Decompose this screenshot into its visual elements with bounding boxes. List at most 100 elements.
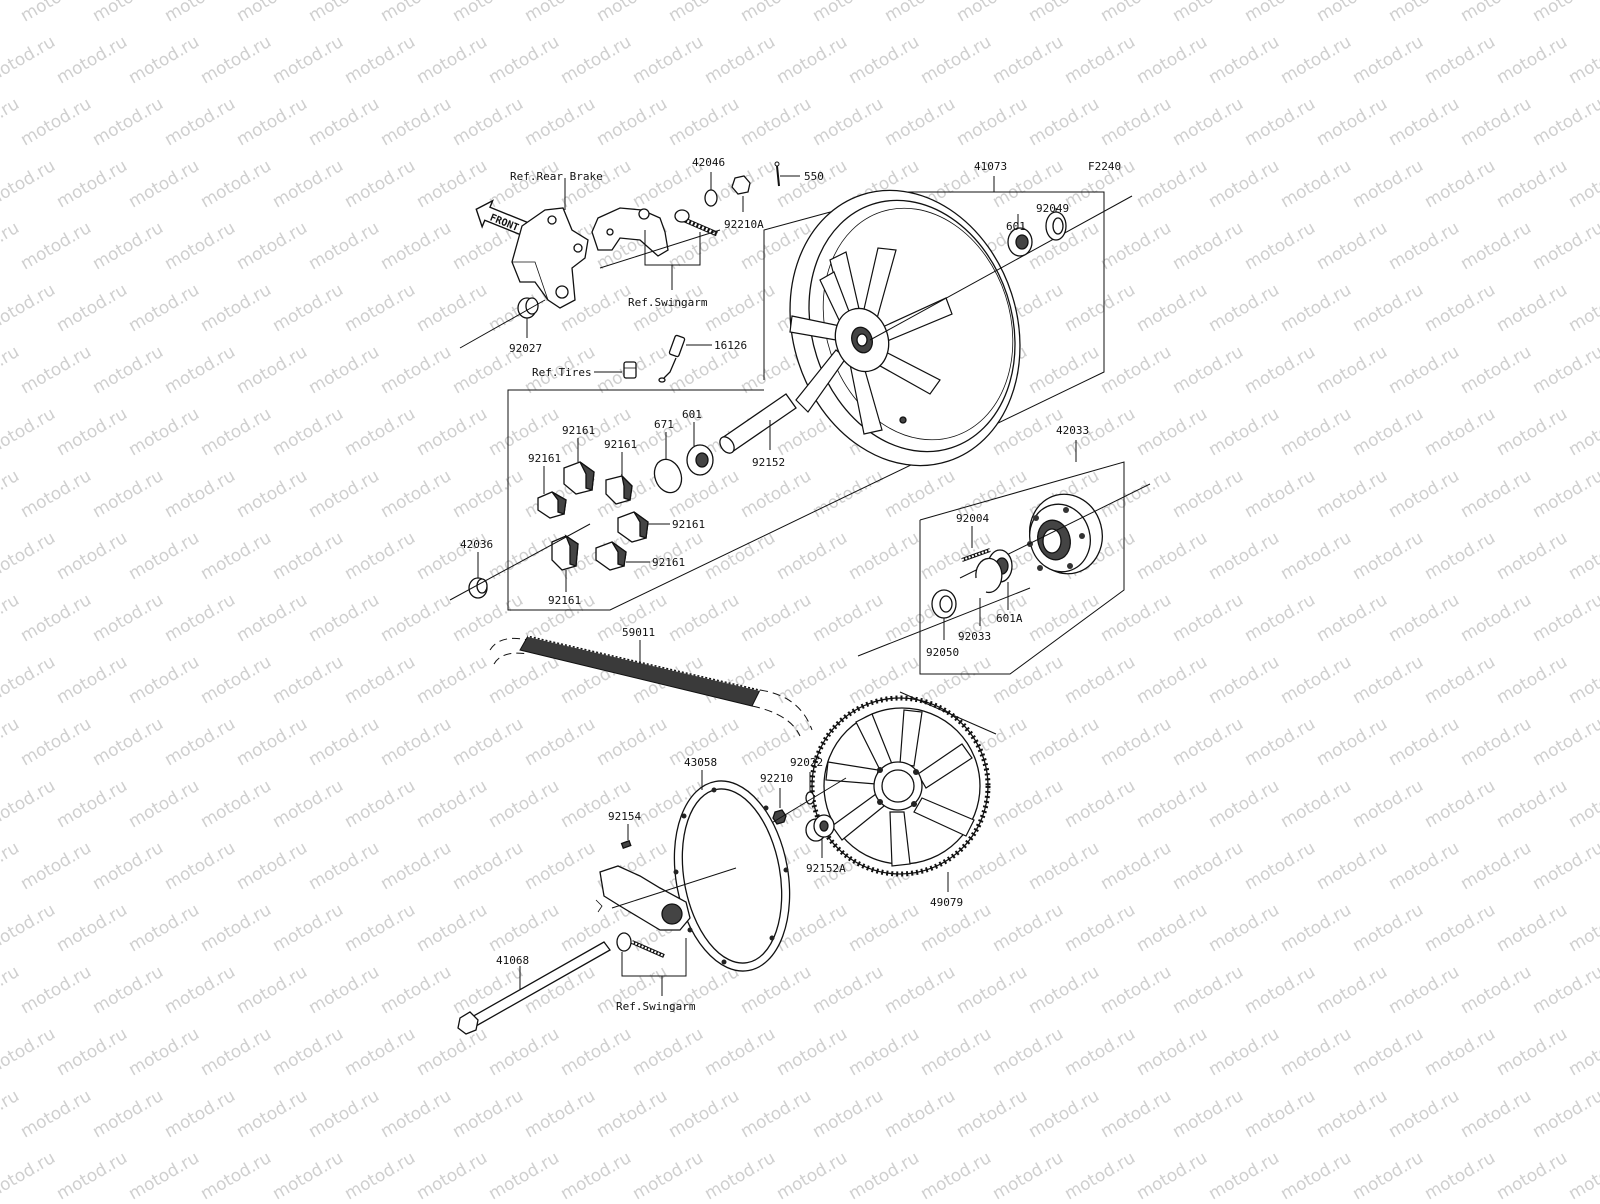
watermark-text: motod.ru <box>161 590 239 646</box>
watermark-text: motod.ru <box>1061 280 1139 336</box>
watermark-text: motod.ru <box>197 404 275 460</box>
watermark-text: motod.ru <box>0 590 23 646</box>
watermark-text: motod.ru <box>1025 0 1103 26</box>
watermark-text: motod.ru <box>233 94 311 150</box>
watermark-text: motod.ru <box>1025 590 1103 646</box>
watermark-text: motod.ru <box>1529 1086 1600 1142</box>
watermark-text: motod.ru <box>1529 94 1600 150</box>
watermark-text: motod.ru <box>1205 32 1283 88</box>
watermark-text: motod.ru <box>161 466 239 522</box>
watermark-text: motod.ru <box>1565 404 1600 460</box>
swingarm-bracket-top <box>591 207 669 257</box>
watermark-text: motod.ru <box>989 32 1067 88</box>
watermark-text: motod.ru <box>521 714 599 770</box>
label-42033: 42033 <box>1056 424 1089 437</box>
watermark-text: motod.ru <box>521 1086 599 1142</box>
watermark-text: motod.ru <box>1277 32 1355 88</box>
watermark-text: motod.ru <box>197 1148 275 1200</box>
watermark-text: motod.ru <box>1313 714 1391 770</box>
watermark-text: motod.ru <box>161 218 239 274</box>
watermark-text: motod.ru <box>665 1086 743 1142</box>
watermark-text: motod.ru <box>773 1024 851 1080</box>
watermark-text: motod.ru <box>593 1086 671 1142</box>
watermark-text: motod.ru <box>1385 0 1463 26</box>
watermark-text: motod.ru <box>341 652 419 708</box>
watermark-text: motod.ru <box>0 342 23 398</box>
watermark-text: motod.ru <box>341 32 419 88</box>
watermark-text: motod.ru <box>1385 466 1463 522</box>
watermark-text: motod.ru <box>1529 0 1600 26</box>
watermark-text: motod.ru <box>845 528 923 584</box>
label-671: 671 <box>654 418 674 431</box>
adjuster-bolt-bottom <box>616 932 665 958</box>
watermark-text: motod.ru <box>701 32 779 88</box>
watermark-text: motod.ru <box>1205 404 1283 460</box>
watermark-text: motod.ru <box>485 900 563 956</box>
watermark-text: motod.ru <box>413 1148 491 1200</box>
watermark-text: motod.ru <box>809 590 887 646</box>
watermark-text: motod.ru <box>89 714 167 770</box>
watermark-text: motod.ru <box>161 838 239 894</box>
watermark-text: motod.ru <box>1061 1024 1139 1080</box>
watermark-text: motod.ru <box>305 838 383 894</box>
watermark-text: motod.ru <box>17 0 95 26</box>
watermark-text: motod.ru <box>1061 900 1139 956</box>
watermark-text: motod.ru <box>161 714 239 770</box>
watermark-text: motod.ru <box>809 1086 887 1142</box>
watermark-text: motod.ru <box>809 466 887 522</box>
watermark-text: motod.ru <box>1529 838 1600 894</box>
watermark-text: motod.ru <box>1097 838 1175 894</box>
watermark-text: motod.ru <box>305 962 383 1018</box>
watermark-text: motod.ru <box>593 94 671 150</box>
watermark-text: motod.ru <box>1349 1024 1427 1080</box>
watermark-text: motod.ru <box>1169 590 1247 646</box>
watermark-text: motod.ru <box>1457 714 1535 770</box>
watermark-text: motod.ru <box>485 1024 563 1080</box>
watermark-text: motod.ru <box>665 590 743 646</box>
watermark-text: motod.ru <box>305 1086 383 1142</box>
watermark-text: motod.ru <box>161 94 239 150</box>
watermark-text: motod.ru <box>1133 900 1211 956</box>
watermark-text: motod.ru <box>1457 342 1535 398</box>
watermark-text: motod.ru <box>0 466 23 522</box>
watermark-text: motod.ru <box>1493 776 1571 832</box>
label-601-top: 601 <box>1006 220 1026 233</box>
watermark-text: motod.ru <box>1205 1148 1283 1200</box>
watermark-text: motod.ru <box>1133 32 1211 88</box>
watermark-text: motod.ru <box>1493 1148 1571 1200</box>
watermark-text: motod.ru <box>125 1024 203 1080</box>
watermark-text: motod.ru <box>89 466 167 522</box>
label-41068: 41068 <box>496 954 529 967</box>
watermark-text: motod.ru <box>269 776 347 832</box>
watermark-text: motod.ru <box>341 404 419 460</box>
watermark-text: motod.ru <box>1025 962 1103 1018</box>
watermark-text: motod.ru <box>773 652 851 708</box>
watermark-text: motod.ru <box>53 404 131 460</box>
diagram-code: F2240 <box>1088 160 1121 173</box>
watermark-text: motod.ru <box>53 1024 131 1080</box>
watermark-text: motod.ru <box>305 218 383 274</box>
watermark-text: motod.ru <box>737 94 815 150</box>
watermark-text: motod.ru <box>269 32 347 88</box>
watermark-text: motod.ru <box>1241 0 1319 26</box>
watermark-text: motod.ru <box>1313 962 1391 1018</box>
watermark-text: motod.ru <box>17 714 95 770</box>
watermark-text: motod.ru <box>917 32 995 88</box>
watermark-text: motod.ru <box>1457 1086 1535 1142</box>
damper-92161-f <box>595 541 627 571</box>
watermark-text: motod.ru <box>1457 962 1535 1018</box>
label-92152: 92152 <box>752 456 785 469</box>
watermark-text: motod.ru <box>449 838 527 894</box>
watermark-text: motod.ru <box>1205 1024 1283 1080</box>
watermark-text: motod.ru <box>341 156 419 212</box>
bracket-swingarm-bottom <box>621 938 687 977</box>
label-92050: 92050 <box>926 646 959 659</box>
watermark-text: motod.ru <box>1277 156 1355 212</box>
watermark-text: motod.ru <box>1133 156 1211 212</box>
watermark-text: motod.ru <box>0 1148 59 1200</box>
label-42036: 42036 <box>460 538 493 551</box>
watermark-text: motod.ru <box>269 1148 347 1200</box>
watermark-text: motod.ru <box>1421 652 1499 708</box>
watermark-text: motod.ru <box>1385 342 1463 398</box>
watermark-text: motod.ru <box>1529 962 1600 1018</box>
